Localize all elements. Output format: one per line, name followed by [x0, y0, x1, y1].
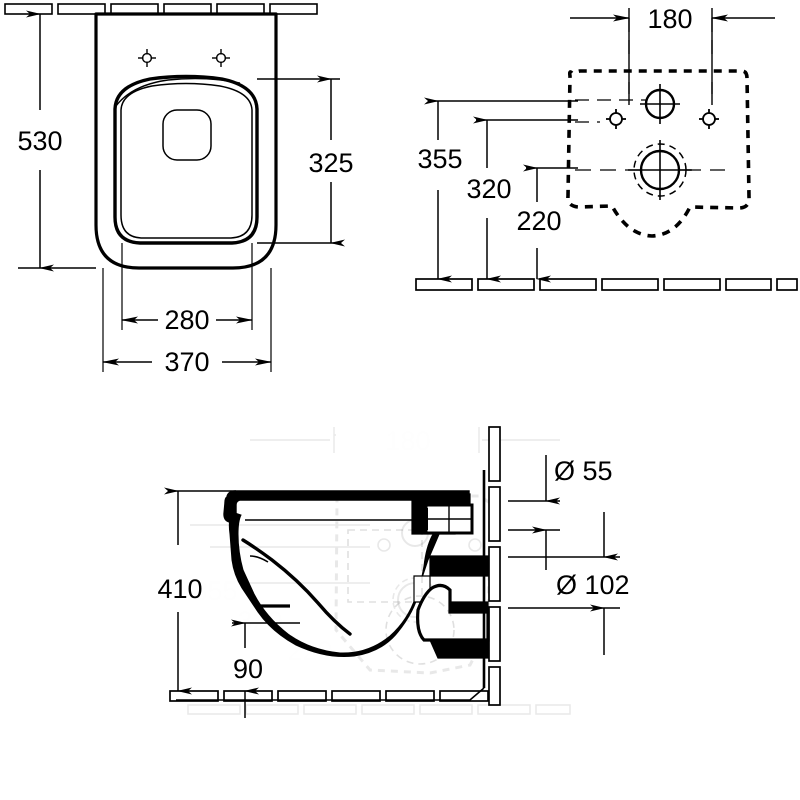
fixing-bolt-right [699, 109, 719, 129]
dimension-320-label: 320 [466, 174, 511, 204]
outlet-connector [413, 555, 490, 659]
dimension-90: 90 [231, 619, 300, 718]
dimension-370: 370 [102, 268, 272, 377]
dimension-dia-55: Ø 55 [508, 455, 613, 570]
dimension-dia-55-label: Ø 55 [554, 456, 613, 486]
dimension-280: 280 [121, 243, 253, 335]
view-front-fixings: 180 [415, 4, 798, 291]
bowl-inner-line [120, 82, 253, 239]
fixing-hole-right [212, 49, 230, 67]
top-hatch-strip [4, 3, 318, 15]
dimension-90-label: 90 [233, 654, 263, 684]
soil-pipe-hole [628, 140, 692, 200]
view-top-plan: 530 325 280 [4, 3, 354, 377]
dimension-280-label: 280 [164, 305, 209, 335]
dimension-dia-102: Ø 102 [508, 512, 630, 655]
dimension-530: 530 [17, 10, 96, 272]
flush-connector [418, 503, 474, 535]
fixing-bolt-left [606, 109, 626, 129]
bowl-interior-wall-2 [249, 555, 269, 563]
dimension-dia-102-label: Ø 102 [556, 570, 630, 600]
dimension-370-label: 370 [164, 347, 209, 377]
bowl-interior-wall [241, 538, 352, 636]
wc-profile-section [176, 470, 490, 701]
dimension-320: 320 [466, 116, 578, 283]
dimension-220: 220 [516, 164, 578, 283]
side-view-floor-hatch [169, 690, 489, 702]
dimension-220-label: 220 [516, 206, 561, 236]
dimension-355-label: 355 [417, 144, 462, 174]
dimension-325: 325 [257, 75, 354, 247]
dimension-325-label: 325 [308, 148, 353, 178]
view-side-section: 410 90 Ø 55 [157, 426, 630, 718]
flush-aperture [162, 109, 212, 161]
bowl-rim-crescent [115, 77, 241, 107]
dimension-355: 355 [417, 97, 578, 283]
dimension-410-label: 410 [157, 574, 202, 604]
dimension-180: 180 [570, 4, 775, 105]
dashed-body-outline [566, 69, 751, 238]
svg-text:180: 180 [385, 426, 430, 456]
fixing-hole-left [138, 49, 156, 67]
side-view-ghost-circles [347, 529, 455, 665]
front-view-floor-hatch [415, 278, 798, 291]
dimension-530-label: 530 [17, 126, 62, 156]
side-view-wall-hatch [488, 426, 501, 706]
dimension-180-label: 180 [647, 4, 692, 34]
flush-pipe-hole [640, 84, 680, 124]
dimension-410: 410 [157, 487, 236, 695]
